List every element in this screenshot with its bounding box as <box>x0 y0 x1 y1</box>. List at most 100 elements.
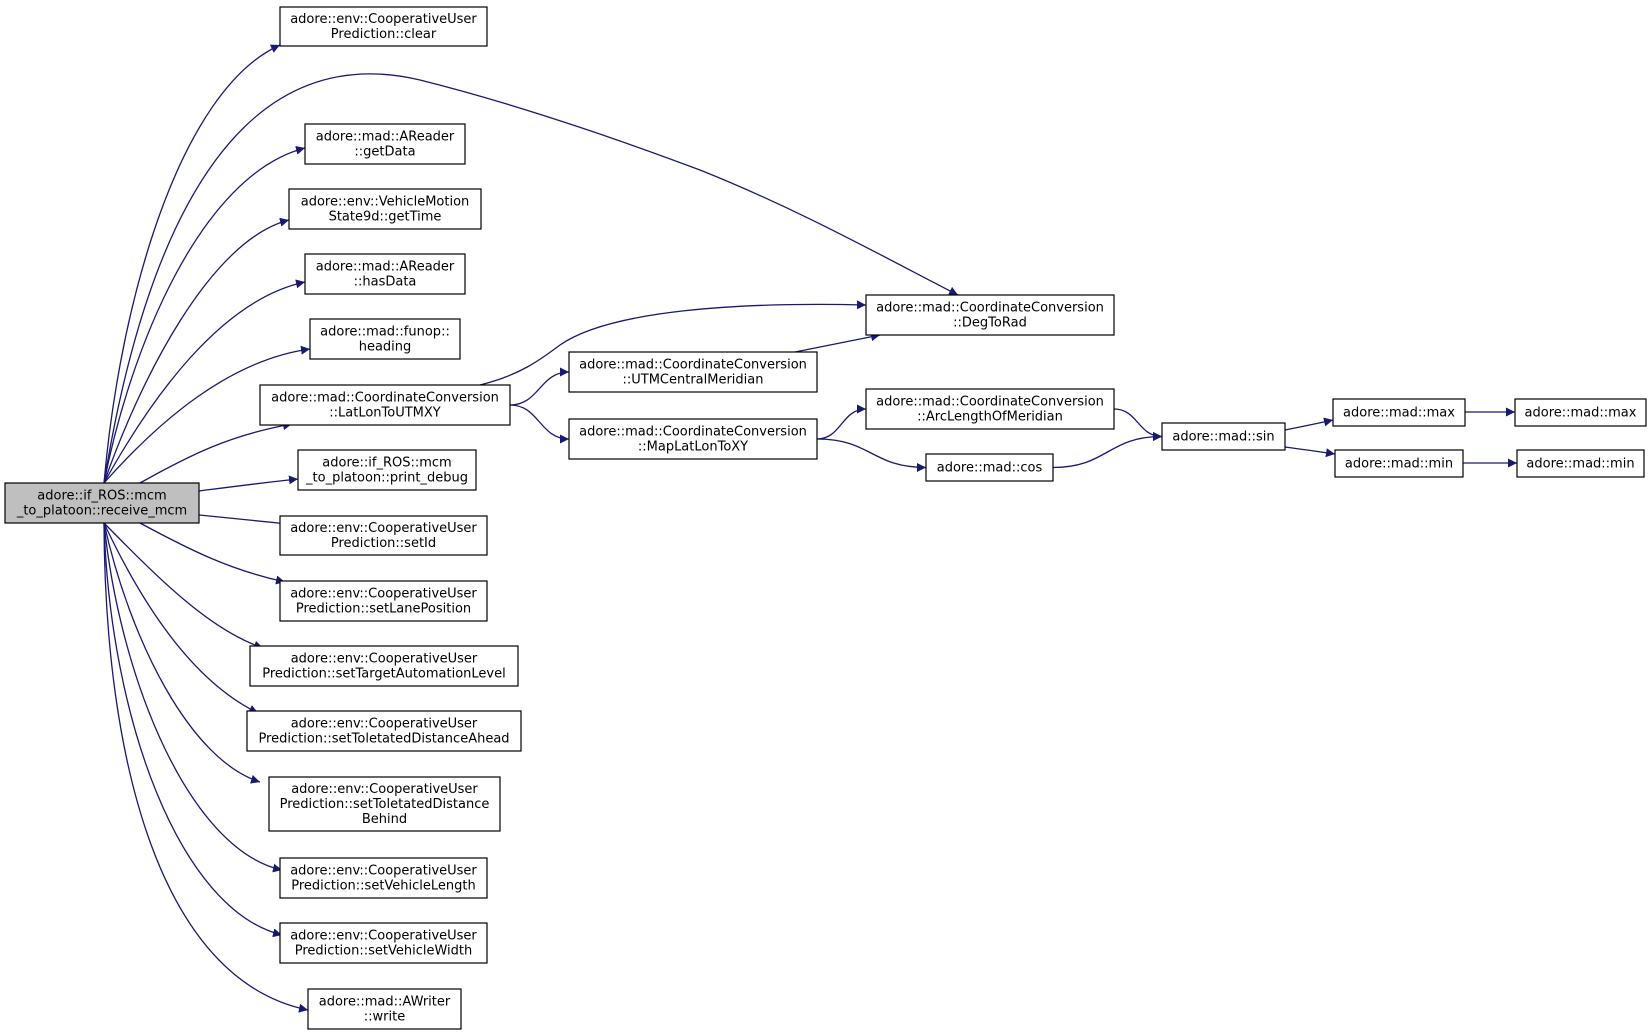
node-LatLonToUTMXY[interactable]: adore::mad::CoordinateConversion::LatLon… <box>259 384 511 426</box>
edge-receive_mcm-to-DegToRad <box>103 73 959 484</box>
node-clear[interactable]: adore::env::CooperativeUserPrediction::c… <box>279 6 488 47</box>
node-label-line: ::DegToRad <box>953 316 1027 331</box>
node-setVehicleWidth[interactable]: adore::env::CooperativeUserPrediction::s… <box>279 922 488 964</box>
node-label-line: ::getData <box>354 145 415 160</box>
node-label-line: adore::mad::max <box>1343 406 1455 421</box>
node-label-line: adore::if_ROS::mcm <box>322 456 451 471</box>
edge-receive_mcm-to-clear <box>103 44 281 484</box>
edge-line <box>198 475 299 492</box>
edge-line <box>794 332 881 353</box>
node-sin[interactable]: adore::mad::sin <box>1161 422 1286 451</box>
node-box <box>1514 398 1647 427</box>
edge-line <box>1284 417 1334 431</box>
node-box <box>568 418 818 460</box>
node-MapLatLonToXY[interactable]: adore::mad::CoordinateConversion::MapLat… <box>568 418 818 460</box>
node-max1[interactable]: adore::mad::max <box>1332 398 1466 427</box>
node-box <box>279 922 488 964</box>
node-ArcLengthOfMeridian[interactable]: adore::mad::CoordinateConversion::ArcLen… <box>865 388 1115 430</box>
node-box <box>297 449 477 491</box>
edge-line <box>103 522 261 784</box>
edge-line <box>103 217 290 484</box>
node-label-line: ::hasData <box>354 275 417 290</box>
edge-receive_mcm-to-setVehicleLength <box>103 522 283 873</box>
node-box <box>309 318 461 360</box>
node-min1[interactable]: adore::mad::min <box>1334 449 1464 478</box>
edge-line <box>103 279 306 484</box>
node-label-line: adore::mad::AWriter <box>319 995 451 1010</box>
node-setVehicleLength[interactable]: adore::env::CooperativeUserPrediction::s… <box>279 857 488 899</box>
node-label-line: Prediction::setTargetAutomationLevel <box>262 667 505 682</box>
edge-line <box>103 522 264 650</box>
node-min2[interactable]: adore::mad::min <box>1516 449 1645 478</box>
node-box <box>1332 398 1466 427</box>
edge-receive_mcm-to-setVehicleWidth <box>103 522 283 938</box>
node-box <box>279 857 488 899</box>
node-setToletatedDistanceBehind[interactable]: adore::env::CooperativeUserPrediction::s… <box>268 776 501 832</box>
edge-receive_mcm-to-setLanePosition <box>139 522 286 585</box>
node-setLanePosition[interactable]: adore::env::CooperativeUserPrediction::s… <box>279 580 488 622</box>
node-label-line: adore::mad::min <box>1526 457 1634 472</box>
node-receive_mcm[interactable]: adore::if_ROS::mcm_to_platoon::receive_m… <box>4 482 200 524</box>
edge-line <box>816 404 867 440</box>
node-box <box>865 388 1115 430</box>
node-label-line: ::ArcLengthOfMeridian <box>917 410 1063 425</box>
edge-line <box>139 522 286 585</box>
edge-MapLatLonToXY-to-ArcLengthOfMeridian <box>816 404 867 440</box>
node-box <box>925 453 1054 482</box>
edge-line <box>103 522 259 714</box>
node-setTargetAutomationLevel[interactable]: adore::env::CooperativeUserPrediction::s… <box>249 645 519 687</box>
edge-sin-to-min1 <box>1284 446 1336 458</box>
node-write[interactable]: adore::mad::AWriter::write <box>307 988 462 1030</box>
node-label-line: adore::mad::cos <box>937 461 1043 476</box>
edge-line <box>1284 446 1336 458</box>
node-box <box>279 6 488 47</box>
edge-receive_mcm-to-print_debug <box>198 475 299 492</box>
node-setToletatedDistanceAhead[interactable]: adore::env::CooperativeUserPrediction::s… <box>246 710 522 752</box>
node-label-line: heading <box>359 340 412 355</box>
node-label-line: adore::mad::CoordinateConversion <box>271 391 499 406</box>
edge-receive_mcm-to-hasData <box>103 279 306 484</box>
node-setId[interactable]: adore::env::CooperativeUserPrediction::s… <box>279 515 488 556</box>
node-label-line: _to_platoon::receive_mcm <box>16 504 187 519</box>
edge-ArcLengthOfMeridian-to-sin <box>1113 408 1163 441</box>
edge-line <box>103 44 281 484</box>
edge-line <box>509 404 570 444</box>
node-hasData[interactable]: adore::mad::AReader::hasData <box>304 253 466 295</box>
node-box <box>1334 449 1464 478</box>
node-UTMCentralMeridian[interactable]: adore::mad::CoordinateConversion::UTMCen… <box>568 351 818 393</box>
node-label-line: Prediction::setVehicleWidth <box>295 944 472 959</box>
node-label-line: Prediction::setToletatedDistance <box>280 797 490 812</box>
node-getTime[interactable]: adore::env::VehicleMotionState9d::getTim… <box>288 188 482 230</box>
node-cos[interactable]: adore::mad::cos <box>925 453 1054 482</box>
edge-line <box>103 522 283 938</box>
node-label-line: Behind <box>362 812 407 827</box>
node-box <box>268 776 501 832</box>
node-box <box>304 123 466 165</box>
node-box <box>304 253 466 295</box>
edge-UTMCentralMeridian-to-DegToRad <box>794 332 881 353</box>
node-DegToRad[interactable]: adore::mad::CoordinateConversion::DegToR… <box>865 294 1115 336</box>
edge-line <box>103 522 309 1013</box>
node-label-line: ::LatLonToUTMXY <box>329 406 441 421</box>
node-box <box>259 384 511 426</box>
node-print_debug[interactable]: adore::if_ROS::mcm_to_platoon::print_deb… <box>297 449 477 491</box>
node-label-line: adore::mad::CoordinateConversion <box>579 358 807 373</box>
node-heading[interactable]: adore::mad::funop::heading <box>309 318 461 360</box>
node-label-line: adore::env::CooperativeUser <box>290 521 477 536</box>
edge-line <box>509 367 570 406</box>
edge-line <box>479 300 867 386</box>
node-getData[interactable]: adore::mad::AReader::getData <box>304 123 466 165</box>
edge-LatLonToUTMXY-to-UTMCentralMeridian <box>509 367 570 406</box>
edge-line <box>139 421 293 484</box>
node-label-line: adore::env::CooperativeUser <box>291 652 478 667</box>
node-label-line: adore::env::CooperativeUser <box>290 12 477 27</box>
node-label-line: _to_platoon::print_debug <box>305 471 468 486</box>
edge-line <box>816 438 927 472</box>
node-max2[interactable]: adore::mad::max <box>1514 398 1647 427</box>
node-label-line: adore::env::VehicleMotion <box>301 195 470 210</box>
node-label-line: adore::mad::max <box>1525 406 1637 421</box>
node-label-line: adore::mad::min <box>1345 457 1453 472</box>
node-box <box>4 482 200 524</box>
node-box <box>279 580 488 622</box>
node-box <box>307 988 462 1030</box>
